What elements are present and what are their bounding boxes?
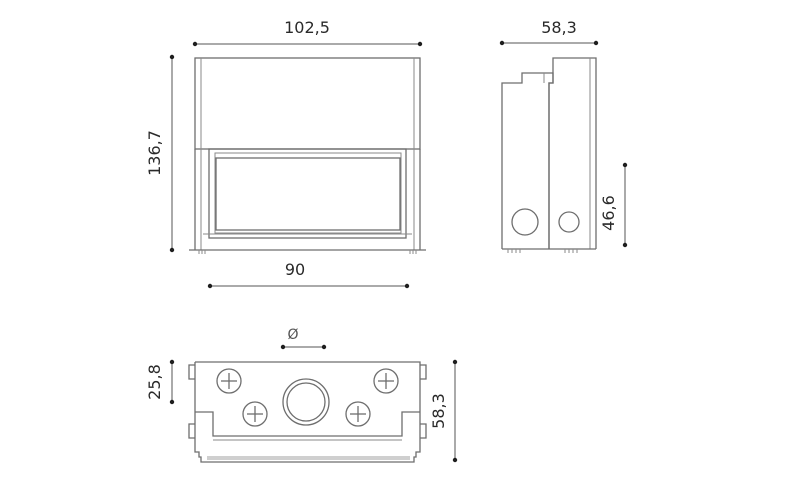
bottom-depth-dimension: 58,3	[429, 359, 458, 463]
bottom-depth-label: 58,3	[429, 393, 448, 429]
depth-label: 58,3	[541, 18, 577, 37]
inner-width-label: 90	[285, 260, 305, 279]
width-dimension: 102,5	[192, 18, 423, 47]
bottom-view: Ø 25,8	[145, 327, 458, 463]
offset-dimension: 25,8	[145, 359, 175, 405]
diameter-label: Ø	[287, 327, 298, 343]
width-label: 102,5	[284, 18, 330, 37]
screw-top-right	[373, 368, 399, 394]
screw-bottom-right	[345, 401, 371, 427]
depth-dimension: 58,3	[499, 18, 599, 46]
screw-bottom-left	[242, 401, 268, 427]
cable-hole-large	[511, 208, 539, 236]
hole-height-label: 46,6	[599, 195, 618, 231]
inner-width-dimension: 90	[207, 260, 410, 289]
height-dimension: 136,7	[145, 54, 175, 253]
center-cable-hole	[282, 378, 330, 426]
height-label: 136,7	[145, 130, 164, 176]
diameter-dimension: Ø	[280, 327, 327, 350]
side-view: 58,3 46,6	[499, 18, 628, 253]
offset-label: 25,8	[145, 364, 164, 400]
hole-height-dimension: 46,6	[599, 162, 628, 248]
screw-top-left	[216, 368, 242, 394]
cable-hole-small	[558, 211, 580, 233]
front-view: 102,5 136,7	[145, 18, 426, 289]
